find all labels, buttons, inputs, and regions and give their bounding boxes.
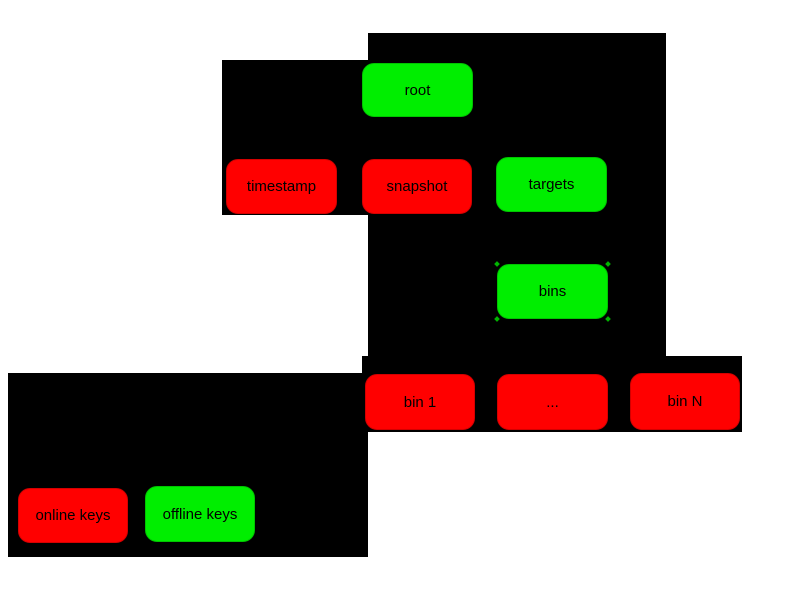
legend-online-keys-label: online keys	[35, 507, 111, 524]
node-root: root	[362, 63, 473, 117]
node-snapshot: snapshot	[362, 159, 472, 214]
node-bin-n: bin N	[630, 373, 740, 430]
legend-offline-keys-label: offline keys	[162, 505, 238, 523]
node-bin-1: bin 1	[365, 374, 475, 430]
node-timestamp: timestamp	[226, 159, 337, 214]
node-bin-n-label: bin N	[667, 393, 703, 410]
node-bins: bins	[494, 261, 611, 322]
node-root-label: root	[404, 81, 431, 99]
legend-online-keys: online keys	[18, 488, 128, 543]
legend-offline-keys: offline keys	[145, 486, 255, 542]
node-timestamp-label: timestamp	[246, 178, 317, 195]
node-targets-label: targets	[528, 176, 575, 193]
node-bin-1-label: bin 1	[403, 393, 437, 411]
node-bins-label: bins	[538, 283, 567, 300]
node-snapshot-label: snapshot	[386, 178, 448, 195]
node-bin-ellipsis: ...	[497, 374, 608, 430]
node-targets: targets	[496, 157, 607, 212]
node-bin-ellipsis-label: ...	[546, 393, 559, 411]
